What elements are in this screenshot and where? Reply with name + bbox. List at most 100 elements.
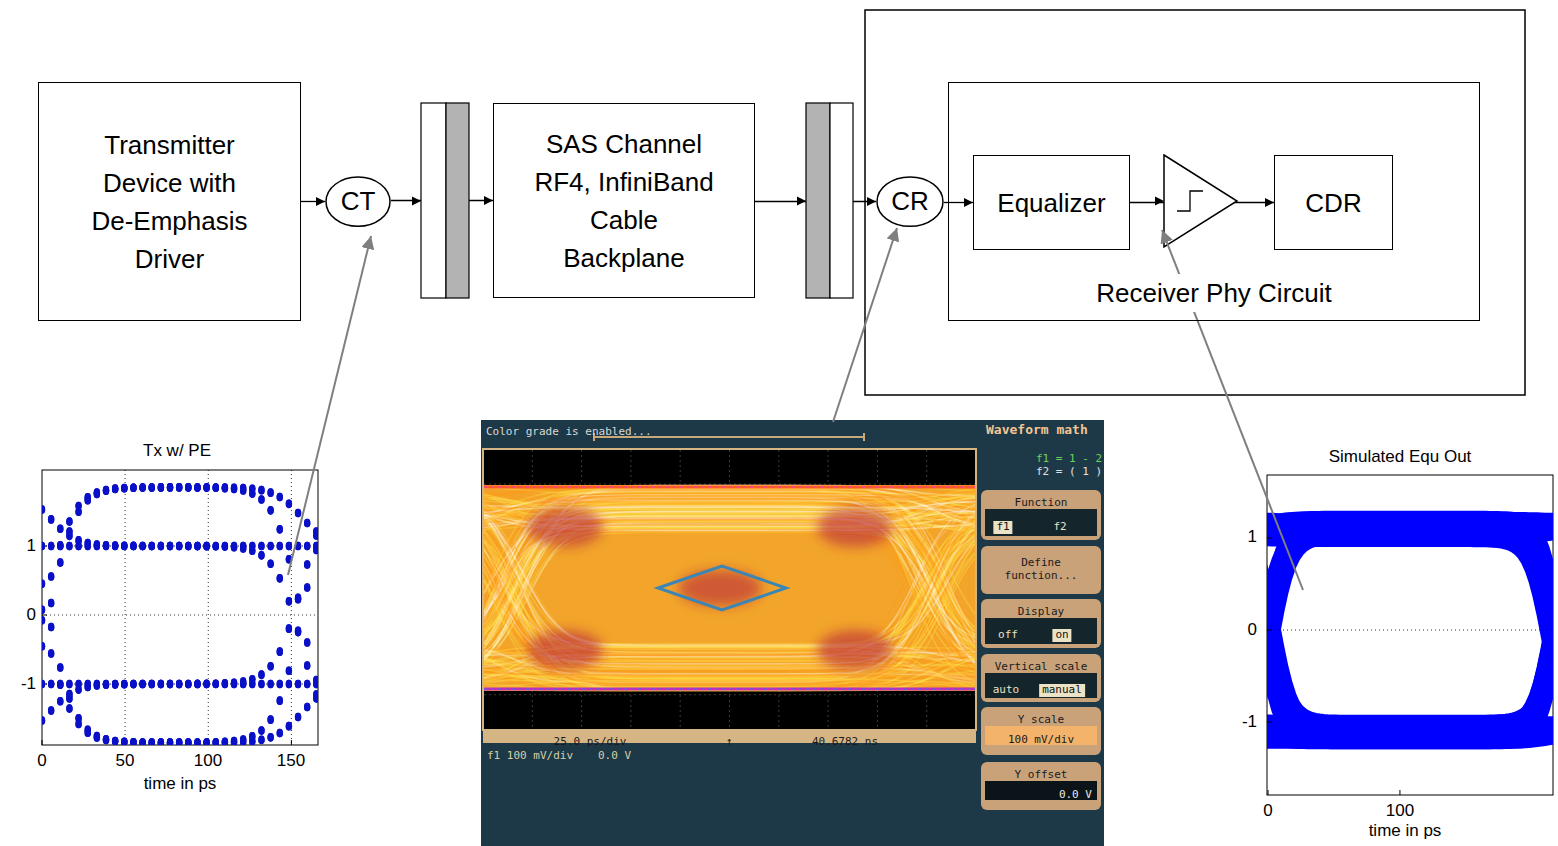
label-holder: off — [998, 624, 1018, 642]
sample-dot — [158, 542, 164, 551]
eye-trace — [1267, 579, 1553, 745]
eye-trace — [1267, 522, 1553, 707]
sample-dot — [130, 738, 136, 745]
eye-trace — [484, 501, 975, 647]
sample-dot — [121, 680, 127, 689]
tick-label: -1 — [1242, 712, 1257, 732]
sample-dot — [48, 706, 54, 715]
sample-dot — [304, 680, 310, 689]
sample-dot — [139, 738, 145, 745]
sample-dot — [112, 737, 118, 745]
comparator-symbol — [1164, 155, 1237, 247]
sample-dot — [185, 483, 191, 492]
sample-dot — [158, 542, 164, 551]
sample-dot — [213, 738, 219, 745]
sample-dot — [66, 517, 72, 526]
sample-dot — [57, 680, 63, 689]
sample-dot — [222, 542, 228, 551]
label-holder: Tx w/ PE — [143, 441, 211, 461]
eye-trace — [1267, 535, 1553, 712]
sample-dot — [121, 738, 127, 745]
label-holder: f2 = ( 1 ) — [1036, 461, 1102, 479]
sample-dot — [48, 680, 54, 689]
sample-dot — [130, 483, 136, 492]
sample-dot — [304, 560, 310, 569]
label-holder: 40.6782 ns — [812, 731, 878, 749]
sample-dot — [121, 680, 127, 689]
sample-dot — [149, 483, 155, 492]
sample-dot — [249, 732, 255, 741]
sample-dot — [48, 649, 54, 658]
sample-dot — [203, 680, 209, 689]
eye-trace — [1267, 531, 1553, 694]
sample-dot — [176, 680, 182, 689]
sample-dot — [176, 738, 182, 745]
plot-grid — [42, 470, 318, 745]
channel-readout: f1 100 mV/div — [487, 750, 573, 763]
sample-dot — [213, 679, 219, 688]
sample-dot — [66, 690, 72, 699]
sample-dot — [286, 667, 292, 676]
sample-dot — [121, 484, 127, 493]
sample-dot — [295, 595, 301, 604]
sample-dot — [121, 484, 127, 493]
sample-dot — [295, 680, 301, 689]
tick-label: 0 — [27, 605, 36, 625]
sample-dot — [42, 642, 45, 651]
sample-dot — [295, 680, 301, 689]
sample-dot — [240, 735, 246, 744]
sample-dot — [267, 542, 273, 551]
arrow-head — [797, 197, 806, 206]
sample-dot — [185, 542, 191, 551]
sample-dot — [42, 680, 45, 689]
label-holder: Color grade is enabled... — [486, 421, 652, 439]
label-holder: Display — [1018, 601, 1064, 619]
grid-line — [291, 470, 292, 745]
eye-trace — [1267, 572, 1553, 720]
connector-body — [830, 103, 853, 298]
channel-box: SAS Channel RF4, InfiniBand Cable Backpl… — [493, 103, 755, 298]
sample-dot — [42, 542, 45, 551]
label-holder: Y offset — [1015, 764, 1068, 782]
sample-dot — [167, 542, 173, 551]
sample-dot — [103, 680, 109, 689]
eye-rail — [484, 688, 975, 691]
sample-dot — [85, 728, 91, 737]
eye-trace — [1267, 522, 1553, 715]
sample-dot — [313, 690, 318, 699]
eye-trace — [1267, 537, 1553, 729]
sample-dot — [85, 542, 91, 551]
sample-dot — [158, 542, 164, 551]
sample-dot — [277, 525, 283, 534]
label-holder: 1 — [27, 536, 36, 556]
sample-dot — [277, 696, 283, 705]
sample-dot — [304, 661, 310, 670]
sample-dot — [112, 542, 118, 551]
sample-dot — [185, 680, 191, 689]
node-label: SAS Channel RF4, InfiniBand Cable Backpl… — [529, 125, 719, 277]
sample-dot — [85, 496, 91, 505]
graticule-line — [484, 484, 975, 485]
sample-dot — [222, 738, 228, 745]
sample-dot — [167, 738, 173, 745]
eye-rail — [484, 486, 975, 487]
probe-point: CT — [325, 176, 391, 227]
sample-dot — [121, 542, 127, 551]
sample-dot — [57, 542, 63, 551]
sample-dot — [139, 680, 145, 689]
sample-dot — [130, 483, 136, 492]
eye-trace — [484, 503, 975, 690]
tick-label: 150 — [277, 751, 305, 771]
sample-dot — [194, 483, 200, 492]
status-text: Color grade is enabled... — [486, 426, 652, 439]
sample-dot — [194, 738, 200, 745]
sample-dot — [176, 483, 182, 492]
label-holder: Vertical scale — [995, 656, 1088, 674]
sample-dot — [130, 680, 136, 689]
plot-frame — [42, 470, 318, 745]
sample-dot — [167, 680, 173, 689]
sample-dot — [277, 729, 283, 738]
tick-mark — [1268, 790, 1269, 795]
sample-dot — [57, 524, 63, 533]
sample-dot — [194, 483, 200, 492]
